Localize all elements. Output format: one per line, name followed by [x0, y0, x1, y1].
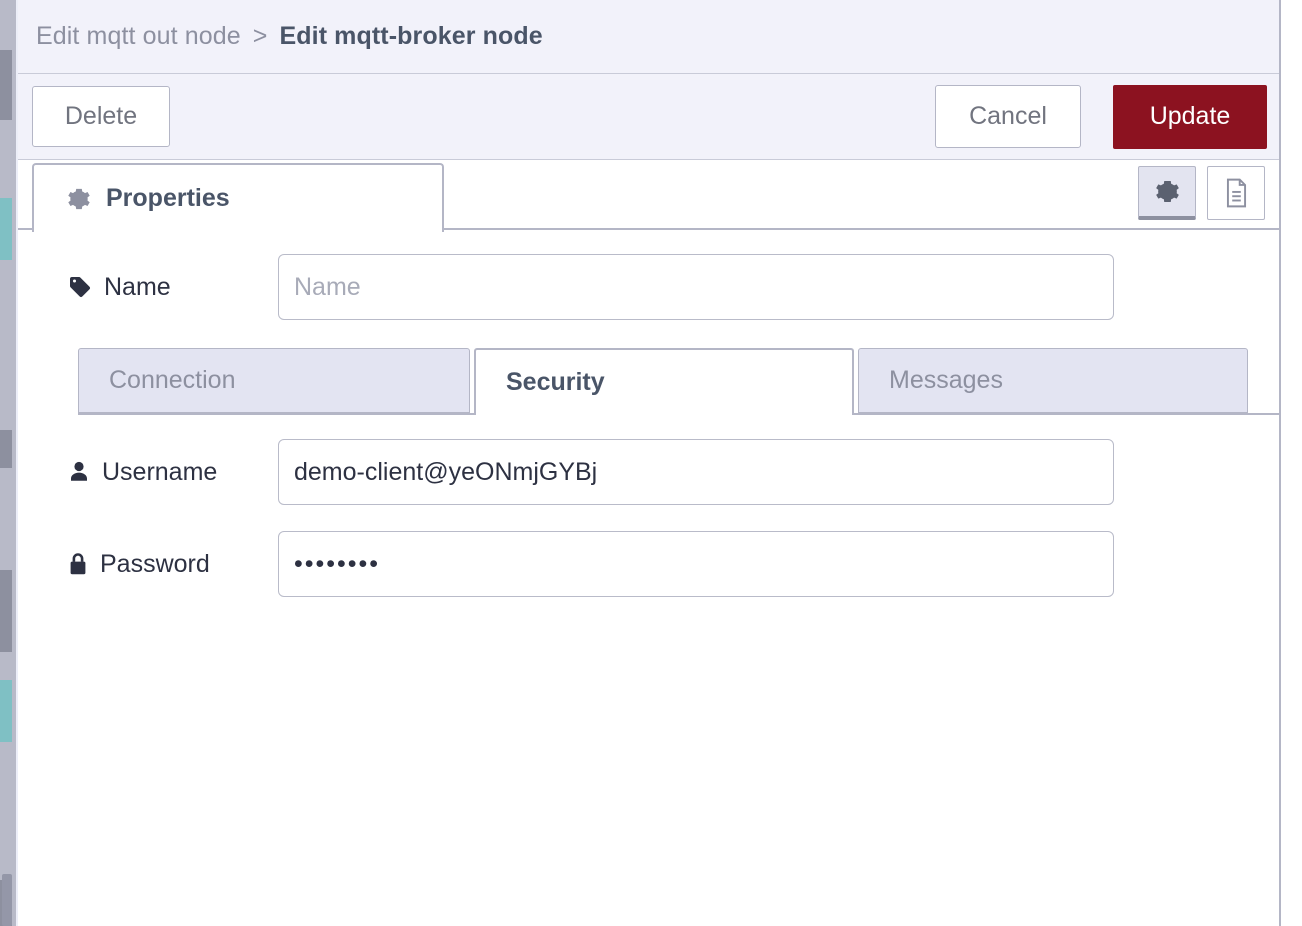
- password-input[interactable]: [278, 531, 1114, 597]
- user-icon: [68, 460, 90, 484]
- username-input[interactable]: [278, 439, 1114, 505]
- panel-icon-button-group: [1138, 166, 1265, 220]
- tag-icon: [68, 275, 92, 299]
- subtab-messages[interactable]: Messages: [858, 348, 1248, 413]
- document-icon: [1223, 178, 1250, 208]
- breadcrumb-parent[interactable]: Edit mqtt out node: [36, 22, 241, 50]
- form-row-name: Name: [68, 254, 1114, 320]
- dialog-action-toolbar: Delete Cancel Update: [18, 74, 1279, 160]
- form-row-username: Username: [68, 439, 1114, 505]
- broker-subtab-bar: Connection Security Messages: [78, 348, 1280, 415]
- editor-scrollbar-thumb[interactable]: [2, 874, 12, 926]
- name-label: Name: [68, 273, 278, 302]
- background-editor-strip: [0, 0, 16, 926]
- lock-icon: [68, 552, 88, 576]
- dialog-left-gutter: [16, 0, 18, 926]
- edit-node-dialog: Edit mqtt out node > Edit mqtt-broker no…: [18, 0, 1281, 926]
- dialog-tab-row: Properties: [18, 160, 1279, 232]
- delete-button[interactable]: Delete: [32, 86, 170, 147]
- tab-row-baseline: [18, 228, 1279, 230]
- name-input[interactable]: [278, 254, 1114, 320]
- username-label: Username: [68, 458, 278, 487]
- dialog-header: Edit mqtt out node > Edit mqtt-broker no…: [18, 0, 1279, 74]
- background-node: [0, 570, 12, 652]
- form-row-password: Password: [68, 531, 1114, 597]
- tab-properties-label: Properties: [106, 184, 230, 212]
- cancel-button[interactable]: Cancel: [935, 85, 1081, 148]
- subtab-security[interactable]: Security: [474, 348, 854, 415]
- breadcrumb: Edit mqtt out node > Edit mqtt-broker no…: [36, 22, 543, 51]
- breadcrumb-separator: >: [252, 22, 268, 50]
- password-label: Password: [68, 550, 278, 579]
- background-node: [0, 680, 12, 742]
- properties-panel-icon-button[interactable]: [1138, 166, 1196, 220]
- description-panel-icon-button[interactable]: [1207, 166, 1265, 220]
- tab-properties[interactable]: Properties: [32, 163, 444, 232]
- toolbar-right-group: Cancel Update: [935, 84, 1267, 149]
- background-node: [0, 50, 12, 120]
- update-button[interactable]: Update: [1113, 84, 1267, 149]
- password-label-text: Password: [100, 549, 210, 578]
- background-node: [0, 430, 12, 468]
- gear-icon: [1154, 178, 1181, 205]
- name-label-text: Name: [104, 272, 171, 301]
- username-label-text: Username: [102, 457, 218, 486]
- subtab-connection[interactable]: Connection: [78, 348, 470, 413]
- dialog-body: Name Connection Security Messages: [18, 230, 1280, 926]
- background-node: [0, 198, 12, 260]
- gear-icon: [66, 186, 92, 212]
- breadcrumb-current: Edit mqtt-broker node: [279, 22, 543, 50]
